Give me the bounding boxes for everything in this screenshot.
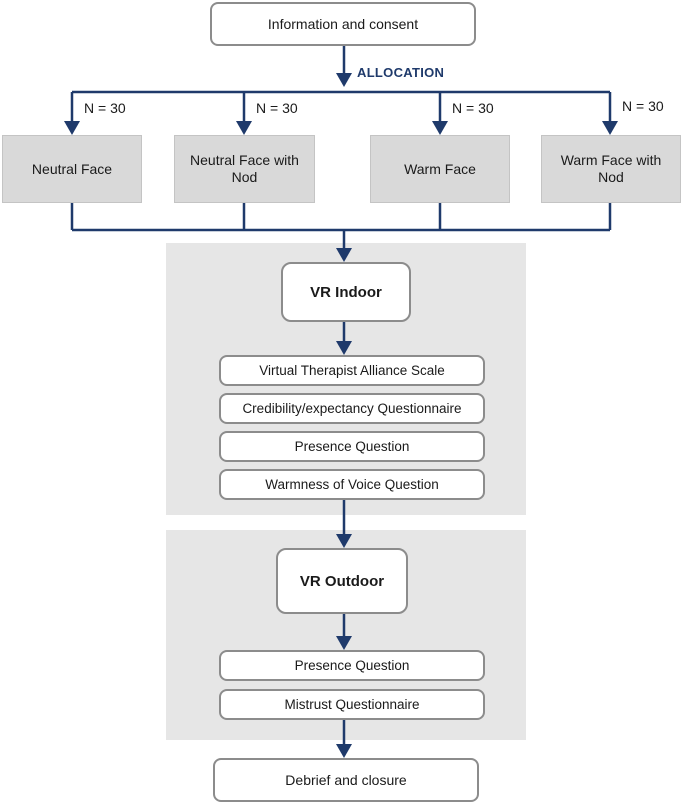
arrowhead-indoor (336, 248, 352, 262)
group-warm-face-label: Warm Face (404, 160, 476, 177)
arrowhead-warm-face (432, 121, 448, 135)
indoor-measure-warmness-voice: Warmness of Voice Question (219, 469, 485, 500)
vr-indoor-title: VR Indoor (310, 283, 382, 301)
arrowhead-closure (336, 744, 352, 758)
arrowhead-outdoor (336, 534, 352, 548)
group-warm-face-nod-label: Warm Face with Nod (560, 152, 662, 185)
outdoor-measure-mistrust-label: Mistrust Questionnaire (284, 697, 420, 712)
indoor-measure-warmness-voice-label: Warmness of Voice Question (265, 477, 439, 492)
n-label-warm-face-nod: N = 30 (622, 98, 664, 114)
indoor-measure-credibility: Credibility/expectancy Questionnaire (219, 393, 485, 424)
vr-indoor-box: VR Indoor (281, 262, 411, 322)
n-label-neutral-face-nod: N = 30 (256, 100, 298, 116)
arrowhead-indoor-measures (336, 341, 352, 355)
indoor-measure-alliance-scale-label: Virtual Therapist Alliance Scale (259, 363, 445, 378)
information-consent-label: Information and consent (267, 15, 419, 32)
group-warm-face-nod: Warm Face with Nod (541, 135, 681, 203)
vr-outdoor-title: VR Outdoor (299, 572, 385, 590)
arrowhead-outdoor-measures (336, 636, 352, 650)
arrowhead-warm-face-nod (602, 121, 618, 135)
outdoor-measure-mistrust: Mistrust Questionnaire (219, 689, 485, 720)
indoor-measure-presence: Presence Question (219, 431, 485, 462)
indoor-measure-credibility-label: Credibility/expectancy Questionnaire (242, 401, 462, 416)
allocation-label: ALLOCATION (357, 65, 445, 80)
vr-outdoor-box: VR Outdoor (276, 548, 408, 614)
group-warm-face: Warm Face (370, 135, 510, 203)
outdoor-measure-presence: Presence Question (219, 650, 485, 681)
indoor-measure-alliance-scale: Virtual Therapist Alliance Scale (219, 355, 485, 386)
arrowhead-allocation (336, 73, 352, 87)
arrowhead-neutral-face-nod (236, 121, 252, 135)
group-neutral-face-label: Neutral Face (31, 160, 113, 177)
debrief-closure-box: Debrief and closure (213, 758, 479, 802)
group-neutral-face: Neutral Face (2, 135, 142, 203)
group-neutral-face-nod: Neutral Face with Nod (174, 135, 315, 203)
group-neutral-face-nod-label: Neutral Face with Nod (190, 152, 299, 185)
information-consent-box: Information and consent (210, 2, 476, 46)
n-label-warm-face: N = 30 (452, 100, 494, 116)
n-label-neutral-face: N = 30 (84, 100, 126, 116)
indoor-measure-presence-label: Presence Question (294, 439, 410, 454)
debrief-closure-label: Debrief and closure (285, 771, 407, 788)
arrowhead-neutral-face (64, 121, 80, 135)
outdoor-measure-presence-label: Presence Question (294, 658, 410, 673)
